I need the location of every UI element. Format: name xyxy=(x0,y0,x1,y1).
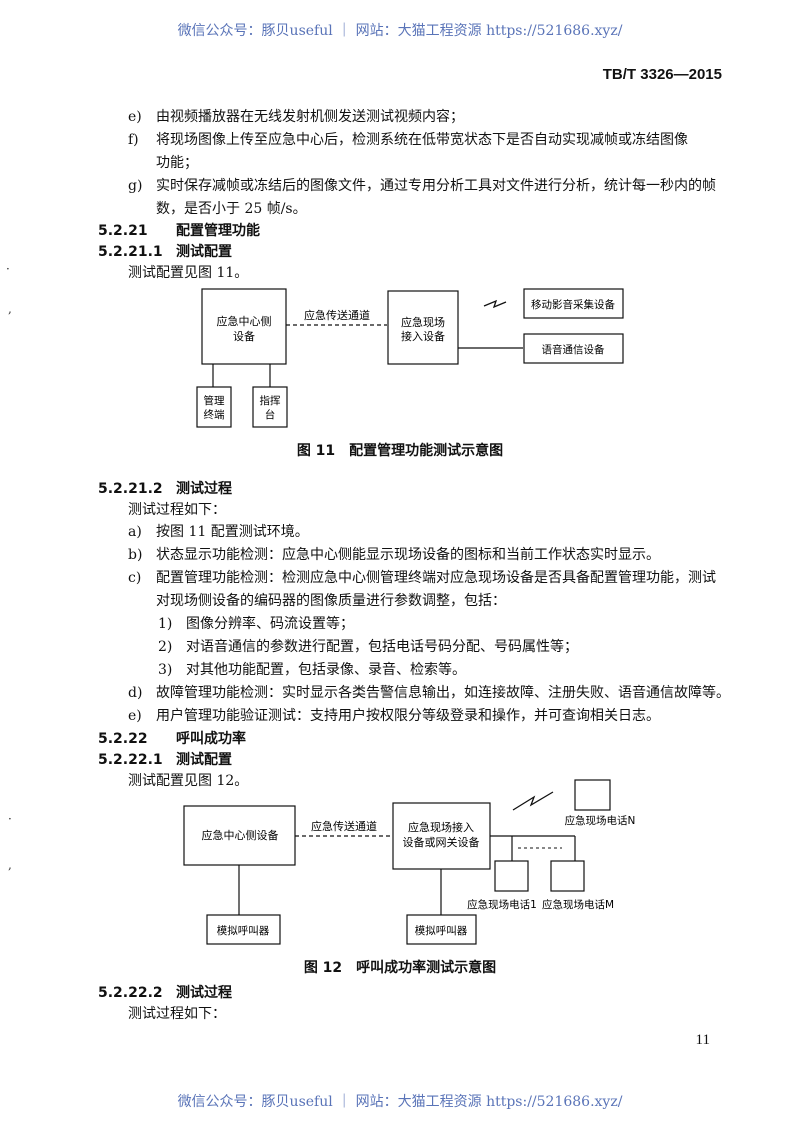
fig11-link-label: 应急传送通道 xyxy=(304,308,370,322)
figure-12-diagram: 应急中心侧设备 应急传送通道 应急现场接入设备或网关设备 应急现场电话N 应急现… xyxy=(183,779,636,945)
fig11-access-label: 应急现场接入设备 xyxy=(401,315,445,343)
fig12-sim-left-label: 模拟呼叫器 xyxy=(217,924,270,937)
item-text: 功能； xyxy=(156,155,198,171)
list-item: c)配置管理功能检测：检测应急中心侧管理终端对应急现场设备是否具备配置管理功能，… xyxy=(128,570,716,586)
item-text: 数，是否小于 25 帧/s。 xyxy=(156,201,307,217)
item-label: e) xyxy=(128,109,142,125)
fig12-center-label: 应急中心侧设备 xyxy=(202,828,279,842)
list-item: f) 将现场图像上传至应急中心后，检测系统在低带宽状态下是否自动实现减帧或冻结图像 xyxy=(128,131,688,149)
list-item: b)状态显示功能检测：应急中心侧能显示现场设备的图标和当前工作状态实时显示。 xyxy=(128,547,660,563)
scan-speck: · xyxy=(8,812,12,826)
fig11-center-label: 应急中心侧设备 xyxy=(217,314,272,343)
fig12-phoneM-label: 应急现场电话M xyxy=(542,898,614,911)
fig11-command-box xyxy=(252,386,288,428)
list-item: 2)对语音通信的参数进行配置，包括电话号码分配、号码属性等； xyxy=(158,639,578,655)
fig11-center-box xyxy=(201,288,287,365)
list-item: 功能； xyxy=(128,154,198,172)
fig12-phoneM-box xyxy=(550,860,585,892)
list-item: 3)对其他功能配置，包括录像、录音、检索等。 xyxy=(158,662,466,678)
list-item: a)按图 11 配置测试环境。 xyxy=(128,524,309,540)
fig12-sim-right-box xyxy=(406,914,477,945)
fig11-voice-box xyxy=(523,333,624,364)
fig12-phoneN-box xyxy=(574,779,611,811)
item-text: 实时保存减帧或冻结后的图像文件，通过专用分析工具对文件进行分析，统计每一秒内的帧 xyxy=(156,178,716,194)
list-item: 数，是否小于 25 帧/s。 xyxy=(128,200,307,218)
paragraph: 测试配置见图 11。 xyxy=(128,265,249,281)
fig11-voice-label: 语音通信设备 xyxy=(542,343,605,356)
scan-speck: , xyxy=(8,302,12,316)
fig12-phone1-box xyxy=(494,860,529,892)
fig12-phoneN-label: 应急现场电话N xyxy=(565,814,636,827)
fig11-mobile-box xyxy=(523,288,624,319)
fig11-access-box xyxy=(387,290,459,365)
figure-11-diagram: 应急中心侧设备 应急传送通道 应急现场接入设备 移动影音采集设备 语音通信设备 … xyxy=(196,288,624,428)
standard-number: TB/T 3326—2015 xyxy=(602,66,722,83)
figure-11-caption: 图 11 配置管理功能测试示意图 xyxy=(296,443,504,459)
item-text: 由视频播放器在无线发射机侧发送测试视频内容； xyxy=(156,109,464,125)
watermark-bottom: 微信公众号：豚贝useful ｜ 网站：大猫工程资源 https://52168… xyxy=(177,1094,623,1110)
fig12-sim-left-box xyxy=(206,914,281,945)
item-label: f) xyxy=(128,132,139,148)
scan-speck: · xyxy=(6,262,10,276)
list-item: e)用户管理功能验证测试：支持用户按权限分等级登录和操作，并可查询相关日志。 xyxy=(128,708,660,724)
watermark-top: 微信公众号：豚贝useful ｜ 网站：大猫工程资源 https://52168… xyxy=(177,23,623,39)
fig12-link-label: 应急传送通道 xyxy=(311,819,377,833)
list-item: e) 由视频播放器在无线发射机侧发送测试视频内容； xyxy=(128,108,464,126)
paragraph: 测试过程如下： xyxy=(128,502,226,518)
fig11-terminal-box xyxy=(196,386,232,428)
fig12-access-label: 应急现场接入设备或网关设备 xyxy=(403,820,480,849)
figure-12-caption: 图 12 呼叫成功率测试示意图 xyxy=(303,960,497,976)
fig12-sim-right-label: 模拟呼叫器 xyxy=(415,924,468,937)
list-item: d)故障管理功能检测：实时显示各类告警信息输出，如连接故障、注册失败、语音通信故… xyxy=(128,685,730,701)
fig11-mobile-label: 移动影音采集设备 xyxy=(531,298,615,311)
fig11-terminal-label: 管理终端 xyxy=(204,394,225,421)
fig12-phone1-label: 应急现场电话1 xyxy=(467,898,537,911)
list-item: 对现场侧设备的编码器的图像质量进行参数调整，包括： xyxy=(156,593,506,609)
paragraph: 测试过程如下： xyxy=(128,1006,226,1022)
list-item: g) 实时保存减帧或冻结后的图像文件，通过专用分析工具对文件进行分析，统计每一秒内… xyxy=(128,177,716,195)
item-label: g) xyxy=(128,178,143,194)
item-text: 将现场图像上传至应急中心后，检测系统在低带宽状态下是否自动实现减帧或冻结图像 xyxy=(156,132,688,148)
scan-speck: , xyxy=(8,858,12,872)
paragraph: 测试配置见图 12。 xyxy=(128,773,249,789)
page-number: 11 xyxy=(695,1032,710,1048)
fig11-command-label: 指挥台 xyxy=(260,394,281,421)
list-item: 1)图像分辨率、码流设置等； xyxy=(158,616,354,632)
